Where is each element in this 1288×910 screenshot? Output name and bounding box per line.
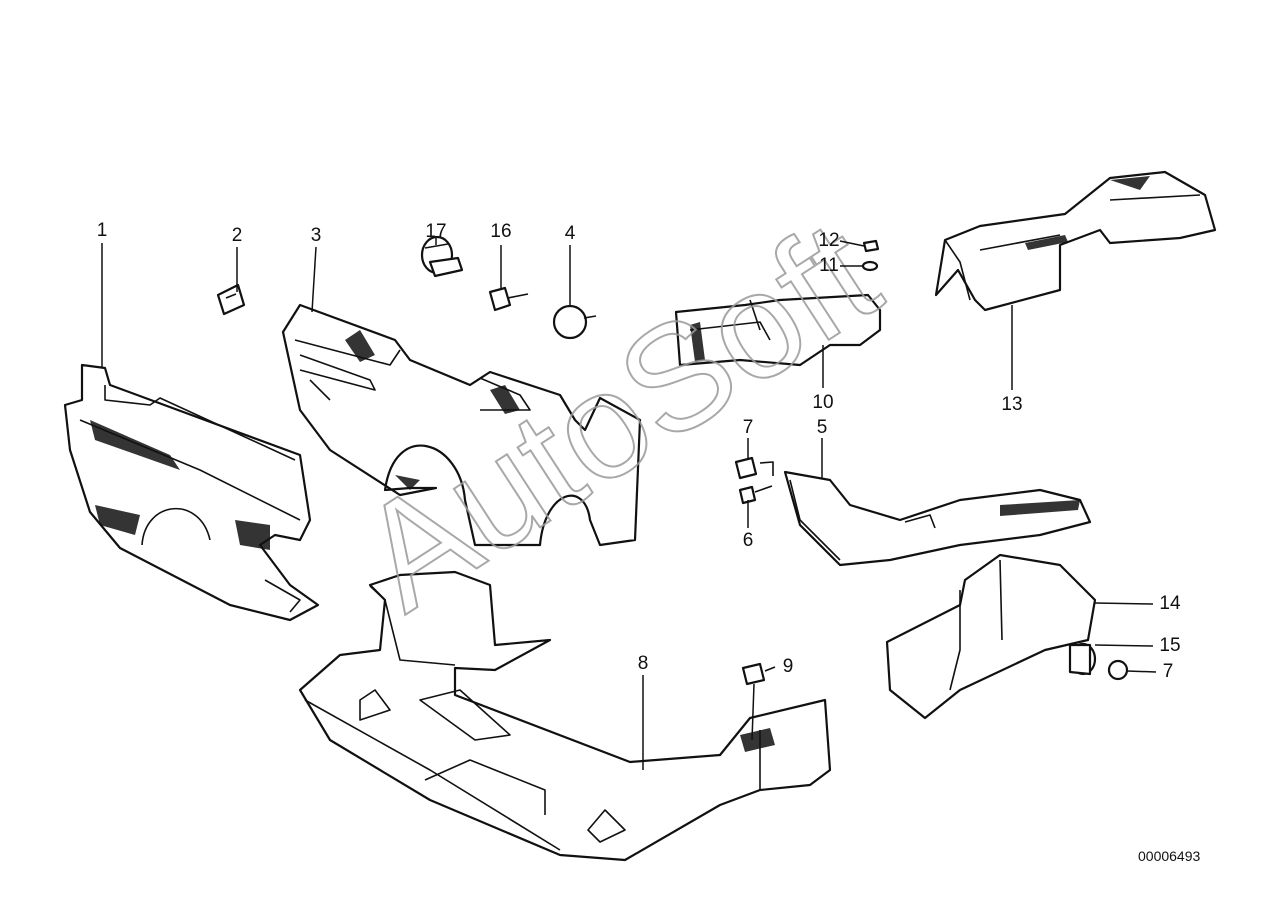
part-9-nut [741, 662, 766, 686]
callout-1: 1 [97, 220, 108, 241]
part-4-cap [552, 304, 597, 340]
callout-7-upper: 7 [743, 417, 754, 438]
part-8-floor-pan [298, 570, 832, 862]
callout-10: 10 [812, 392, 833, 413]
part-14-side-panel [885, 553, 1097, 720]
callout-16: 16 [490, 221, 511, 242]
part-5-lower-trim [783, 470, 1092, 567]
callout-7-lower: 7 [1163, 661, 1174, 682]
part-10-upper-trim [674, 293, 882, 367]
callout-11: 11 [819, 255, 839, 276]
callout-4: 4 [565, 223, 576, 244]
callout-6: 6 [743, 530, 754, 551]
callout-13: 13 [1001, 394, 1022, 415]
callout-12: 12 [818, 230, 839, 251]
callout-5: 5 [817, 417, 828, 438]
part-13-long-trim [934, 170, 1217, 312]
callout-labels: 1 2 3 4 5 6 7 7 8 9 10 11 12 13 14 15 16… [97, 220, 1181, 682]
part-1-left-trim-panel [63, 363, 320, 622]
callout-15: 15 [1159, 635, 1180, 656]
part-6-screw [738, 485, 773, 505]
callout-9: 9 [783, 656, 794, 677]
diagram-id: 00006493 [1138, 848, 1201, 864]
part-11-washer [861, 260, 879, 272]
part-15-grommet [1068, 642, 1097, 676]
callout-2: 2 [232, 225, 243, 246]
part-17-rivet [420, 235, 464, 278]
part-7-nut-upper [734, 456, 774, 480]
part-3-console-trim [281, 303, 642, 547]
callout-3: 3 [311, 225, 322, 246]
part-2-clip [216, 283, 246, 316]
callout-8: 8 [638, 653, 649, 674]
part-12-nut [862, 239, 880, 253]
leader-lines [101, 238, 1157, 770]
part-7-nut-lower [1107, 659, 1129, 681]
part-16-screw [488, 286, 529, 312]
callout-14: 14 [1159, 593, 1181, 614]
callout-17: 17 [425, 221, 446, 242]
